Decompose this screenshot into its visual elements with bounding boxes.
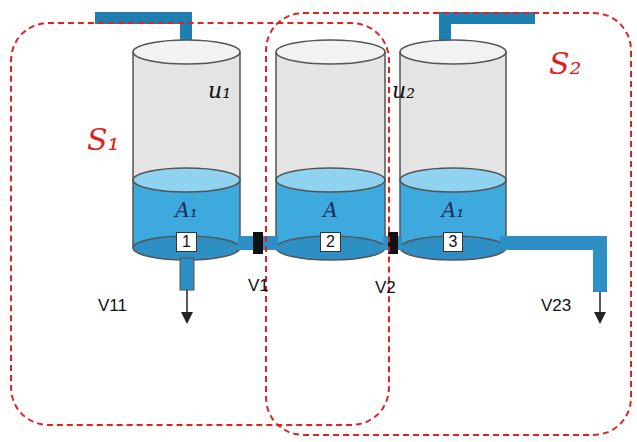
tank: A₁ 3 bbox=[400, 150, 506, 260]
valve-symbol bbox=[253, 232, 263, 254]
valve-label: V2 bbox=[375, 278, 396, 298]
tank: A₁ 1 bbox=[133, 150, 240, 260]
tank-number: 2 bbox=[320, 232, 341, 252]
tank: A2 bbox=[276, 150, 385, 260]
subsystem-region: S₁A₁1A2 bbox=[10, 22, 390, 426]
valve-label: V23 bbox=[541, 296, 571, 316]
subsystem-name: S₁ bbox=[87, 122, 120, 157]
area-symbol: A bbox=[323, 198, 337, 222]
area-symbol: A₁ bbox=[175, 198, 197, 222]
valve-label: V11 bbox=[98, 296, 127, 316]
subsystem-region: S₂ A₁ 3 bbox=[265, 12, 632, 436]
input-flow-label: u₁ bbox=[208, 78, 231, 103]
tank-number: 1 bbox=[176, 232, 197, 252]
tank-number: 3 bbox=[443, 232, 464, 252]
valve-label: V1 bbox=[248, 276, 269, 296]
input-flow-label: u₂ bbox=[392, 78, 415, 103]
subsystem-name: S₂ bbox=[549, 46, 582, 81]
area-symbol: A₁ bbox=[442, 198, 464, 222]
